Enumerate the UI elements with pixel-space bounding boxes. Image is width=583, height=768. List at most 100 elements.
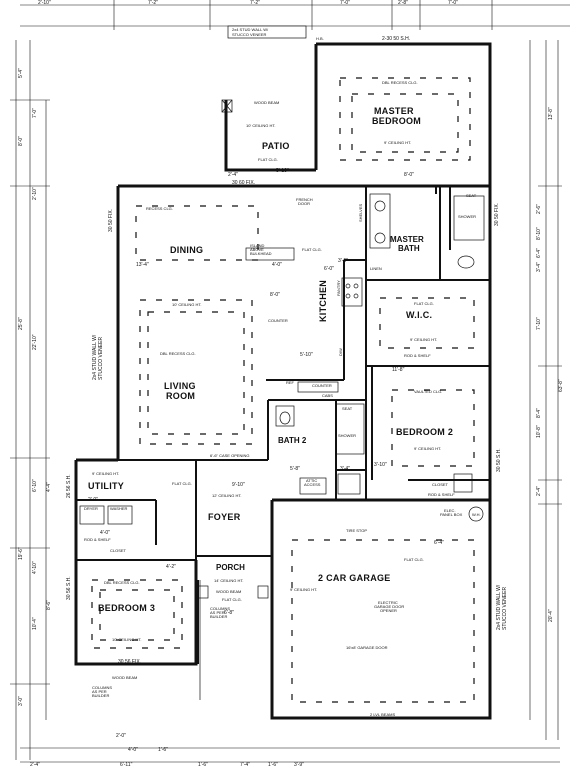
dim-inner-0: 13'-4" xyxy=(136,262,149,268)
opener-2: GARAGE DOOR xyxy=(374,604,404,609)
dim-left-7: 4'-4" xyxy=(46,482,52,492)
master-bedroom-name1: MASTER xyxy=(374,106,414,116)
ceiling-recess-outlines xyxy=(91,77,475,703)
washer-label: WASHER xyxy=(110,506,128,511)
dim-bottom2-2: 4'-0" xyxy=(128,747,138,753)
columns-1: COLUMNS xyxy=(210,606,230,611)
right-stud-wall-note: 2x4 STUD WALL W/STUCCO VENEER xyxy=(496,584,508,630)
bedroom3-label: BEDROOM 3 xyxy=(98,603,155,613)
dim-inner-2: 6'-0" xyxy=(324,266,334,272)
rod-shelf-b3: ROD & SHELF xyxy=(84,537,111,542)
interior-walls xyxy=(76,186,490,664)
dim-inner-6: 5'-8" xyxy=(290,466,300,472)
columns-3: BUILDER xyxy=(210,614,227,619)
dim-left-11: 8'-6" xyxy=(46,600,52,610)
master-bedroom-height: 9' CEILING HT. xyxy=(384,140,411,145)
living-room-height: 10' CEILING HT. xyxy=(172,302,201,307)
left-note-line1: 2x4 STUD WALL W/ xyxy=(92,334,98,380)
dw-label: D/W xyxy=(338,348,343,356)
top-note-line2: STUCCO VENEER xyxy=(232,32,267,37)
top-stud-wall-note: 2x4 STUD WALL W/STUCCO VENEER xyxy=(232,27,269,37)
dim-inner-9: 6'-4" xyxy=(434,540,444,546)
window-3050fix-right-label: 30 50 FIX. xyxy=(494,203,500,226)
dim-inner-4: 11'-8" xyxy=(392,367,405,373)
wic-label: W.I.C. xyxy=(406,310,432,320)
exterior-walls xyxy=(74,42,492,720)
bath2-label: BATH 2 xyxy=(278,436,307,445)
dim-inner-11: 6'-8" xyxy=(224,610,234,616)
dim-inner-14: 4'-0" xyxy=(100,530,110,536)
counter-label-1: COUNTER xyxy=(268,318,288,323)
dim-right-3: 6'-4" xyxy=(536,248,542,258)
dim-left-6: 6'-10" xyxy=(32,479,38,492)
attic-2: ACCESS xyxy=(304,482,321,487)
bedroom2-label: BEDROOM 2 xyxy=(396,427,453,437)
dim-left-4: 22'-10" xyxy=(32,334,38,350)
window-2656-label: 26 56 S.H. xyxy=(66,474,72,498)
bedroom2-height: 9' CEILING HT. xyxy=(414,446,441,451)
dim-bottom-3: 7'-4" xyxy=(240,762,250,768)
panel-box-label: ELEC.PANEL BOX xyxy=(440,508,463,517)
columns-b-2: AS PER xyxy=(92,689,107,694)
dim-left-0: 5'-4" xyxy=(18,68,24,78)
dim-inner-12: 9'-10" xyxy=(232,482,245,488)
master-bath-name1: MASTER xyxy=(390,235,424,244)
garage-height: 9' CEILING HT. xyxy=(290,587,317,592)
wic-ceiling: FLAT CLG. xyxy=(414,301,434,306)
dim-top-1: 7'-2" xyxy=(148,0,158,6)
dim-inner-15: 3'-6" xyxy=(338,258,348,264)
columns-b-3: BUILDER xyxy=(92,693,109,698)
dim-inner-7: 3'-4" xyxy=(340,466,350,472)
closet-b2-label: CLOSET xyxy=(432,482,449,487)
wood-beam-label-porch: WOOD BEAM xyxy=(216,589,241,594)
seat-bath2-label: SEAT xyxy=(342,406,353,411)
master-bedroom-ceiling: DBL RECESS CLG. xyxy=(382,80,418,85)
living-room-name1: LIVING xyxy=(164,381,196,391)
island-1: ISLAND xyxy=(250,243,265,248)
left-note-line2: STUCCO VENEER xyxy=(98,337,104,380)
linen-label: LINEN xyxy=(370,266,382,271)
dim-top-4: 2'-8" xyxy=(398,0,408,6)
utility-height: 9' CEILING HT. xyxy=(92,471,119,476)
dim-inner-3: 8'-0" xyxy=(404,172,414,178)
dims-left: 5'-4"8'-0"7'-0"2'-10"22'-10"25'-8"6'-10"… xyxy=(18,68,52,706)
shower-label: SHOWER xyxy=(458,214,476,219)
garage-door-label: 16'x8' GARAGE DOOR xyxy=(346,645,388,650)
dim-left-12: 3'-0" xyxy=(18,696,24,706)
attic-1: ATTIC xyxy=(306,478,317,483)
dim-right-9: 20'-4" xyxy=(548,609,554,622)
kitchen-label: KITCHEN xyxy=(318,280,328,322)
dining-label: DINING xyxy=(170,245,203,255)
dryer-label: DRYER xyxy=(84,506,98,511)
dim-top-5: 7'-0" xyxy=(448,0,458,6)
porch-ceiling: FLAT CLG. xyxy=(222,597,242,602)
lvl-beam-label: 2 LVL BEAMS xyxy=(370,712,395,717)
fixtures xyxy=(79,99,485,700)
dim-inner-13: 2'-0" xyxy=(88,497,98,503)
living-room-name2: ROOM xyxy=(166,391,195,401)
panel-2: PANEL BOX xyxy=(440,512,463,517)
dim-inner-1: 4'-0" xyxy=(272,262,282,268)
dim-bottom2-1: 1'-6" xyxy=(158,747,168,753)
dim-inner-8: 3'-10" xyxy=(374,462,387,468)
bedroom3-ceiling: DBL RECESS CLG. xyxy=(104,580,140,585)
dim-left-2: 7'-0" xyxy=(32,108,38,118)
french-door-1: FRENCH xyxy=(296,197,313,202)
dim-right-10: 2'-4" xyxy=(536,486,542,496)
dim-right-6: 8'-4" xyxy=(536,408,542,418)
wh-label: W.H. xyxy=(472,512,481,517)
shower-bath2-label: SHOWER xyxy=(338,433,356,438)
bedroom2-ceiling: VAULTED CLG. xyxy=(414,389,442,394)
foyer-height: 12' CEILING HT. xyxy=(212,493,241,498)
master-bedroom-name2: BEDROOM xyxy=(372,116,421,126)
window-top-label: 2-30 50 S.H. xyxy=(382,36,410,42)
dim-right-4: 3'-4" xyxy=(536,262,542,272)
ref-label: REF xyxy=(286,380,295,385)
dim-bottom-1: 6'-11" xyxy=(120,762,133,768)
